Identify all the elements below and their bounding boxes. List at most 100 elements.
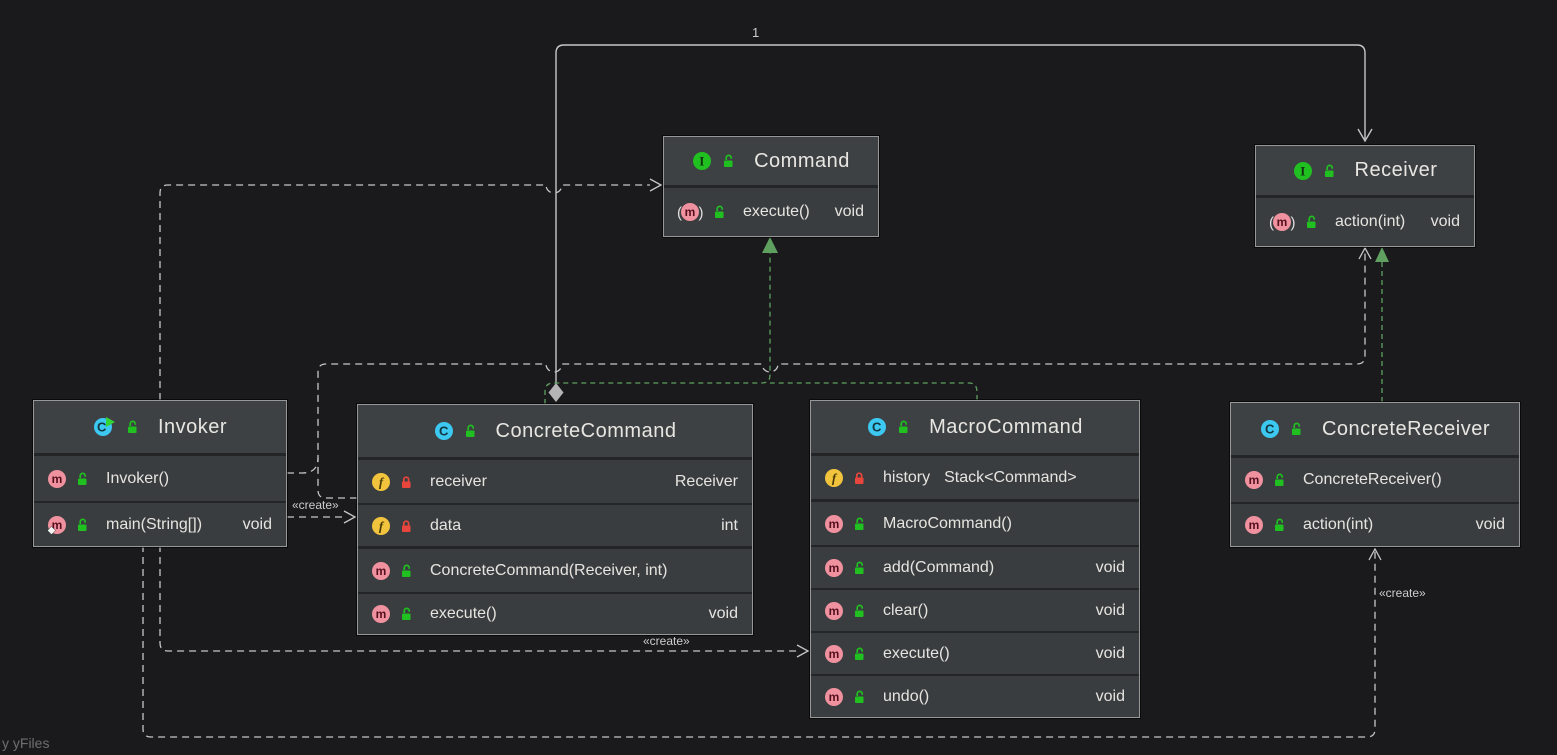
section-divider [811,453,1139,456]
public-lock-open-icon [854,561,865,575]
member-row[interactable]: action(int) void [1256,198,1474,246]
member-type: Stack<Command> [944,468,1077,486]
private-lock-closed-icon [401,475,412,489]
class-node-command[interactable]: Command execute() void [663,136,879,237]
method-icon [825,558,843,577]
edge-realization-concretereceiver-receiver[interactable] [1375,247,1389,402]
interface-icon [693,152,712,170]
class-icon [434,422,453,440]
public-lock-open-icon [77,472,88,486]
class-node-macrocommand[interactable]: MacroCommand history Stack<Command> Macr… [810,400,1140,718]
member-name: MacroCommand() [883,514,1012,532]
section-divider [34,453,286,456]
member-name: Invoker() [106,469,170,487]
section-divider [358,457,752,460]
method-icon [1245,516,1263,534]
class-node-invoker[interactable]: Invoker Invoker() main(String[]) void [33,400,287,547]
section-divider [1231,455,1519,458]
member-row[interactable]: ConcreteReceiver() [1231,458,1519,502]
public-lock-open-icon [898,420,909,434]
member-type: void [1475,516,1505,533]
member-row[interactable]: execute() void [358,592,752,634]
member-row[interactable]: execute() void [811,631,1139,674]
member-row[interactable]: action(int) void [1231,502,1519,546]
member-name: execute() [743,203,810,220]
member-name: execute() [883,644,950,662]
class-node-concretecommand-header[interactable]: ConcreteCommand [358,405,752,457]
class-node-concretecommand[interactable]: ConcreteCommand receiver Receiver data i… [357,404,753,635]
public-lock-open-icon [1323,164,1334,178]
class-node-receiver[interactable]: Receiver action(int) void [1255,145,1475,247]
member-name: action(int) [1303,516,1374,533]
create-label-concretecommand: «create» [292,498,339,512]
class-node-command-header[interactable]: Command [664,137,878,185]
member-row[interactable]: clear() void [811,588,1139,631]
member-type: void [834,203,864,220]
class-title: ConcreteReceiver [1321,417,1491,440]
edge-dependency-invoker-command[interactable] [159,178,663,400]
class-title: MacroCommand [929,415,1083,438]
public-lock-open-icon [714,205,725,219]
class-icon [868,418,887,436]
public-lock-open-icon [1306,215,1317,229]
method-icon [1245,471,1263,489]
method-icon [372,561,390,580]
member-row[interactable]: history Stack<Command> [811,456,1139,499]
class-node-concretereceiver[interactable]: ConcreteReceiver ConcreteReceiver() acti… [1230,402,1520,547]
member-name: clear() [883,601,929,619]
public-lock-open-icon [127,420,138,434]
member-row[interactable]: data int [358,503,752,546]
abstract-method-icon [1269,213,1296,232]
public-lock-open-icon [723,154,734,168]
member-type: void [242,515,272,533]
member-row[interactable]: undo() void [811,674,1139,717]
member-type: Receiver [674,472,738,490]
member-row[interactable]: Invoker() [34,456,286,501]
class-title: Receiver [1354,159,1438,181]
class-node-receiver-header[interactable]: Receiver [1256,146,1474,195]
abstract-method-icon [677,203,704,222]
method-icon [825,687,843,706]
member-type: void [708,605,738,622]
section-divider [664,185,878,188]
public-lock-open-icon [401,607,412,621]
class-title: ConcreteCommand [495,419,677,442]
member-name: ConcreteCommand(Receiver, int) [430,561,668,579]
yfiles-watermark: y yFiles [2,735,50,751]
member-type: void [1095,558,1125,576]
private-lock-closed-icon [401,519,412,533]
field-icon [372,472,390,491]
edge-create-invoker-concretereceiver[interactable] [142,545,1382,738]
member-row[interactable]: execute() void [664,188,878,236]
section-divider [811,499,1139,502]
class-node-concretereceiver-header[interactable]: ConcreteReceiver [1231,403,1519,455]
edge-create-invoker-concretecommand[interactable] [287,510,357,524]
class-node-macrocommand-header[interactable]: MacroCommand [811,401,1139,453]
member-row[interactable]: receiver Receiver [358,460,752,503]
method-icon [372,605,390,623]
public-lock-open-icon [1274,518,1285,532]
main-method-icon [47,515,67,535]
member-row[interactable]: ConcreteCommand(Receiver, int) [358,549,752,592]
member-type: void [1095,644,1125,662]
section-divider [1256,195,1474,198]
field-icon [372,516,390,535]
public-lock-open-icon [464,424,475,438]
method-icon [825,601,843,620]
edge-realization-concretecommand-command[interactable] [544,237,778,404]
class-node-invoker-header[interactable]: Invoker [34,401,286,453]
public-lock-open-icon [854,690,865,704]
class-title: Command [754,149,850,172]
aggregation-diamond [548,383,564,402]
member-row[interactable]: MacroCommand() [811,502,1139,545]
edge-realization-macrocommand-command[interactable] [770,382,978,400]
section-divider [358,546,752,549]
class-icon [1260,420,1279,438]
member-name: history [883,468,931,486]
member-row[interactable]: add(Command) void [811,545,1139,588]
member-name: add(Command) [883,558,995,576]
public-lock-open-icon [1274,473,1285,487]
member-row[interactable]: main(String[]) void [34,501,286,546]
